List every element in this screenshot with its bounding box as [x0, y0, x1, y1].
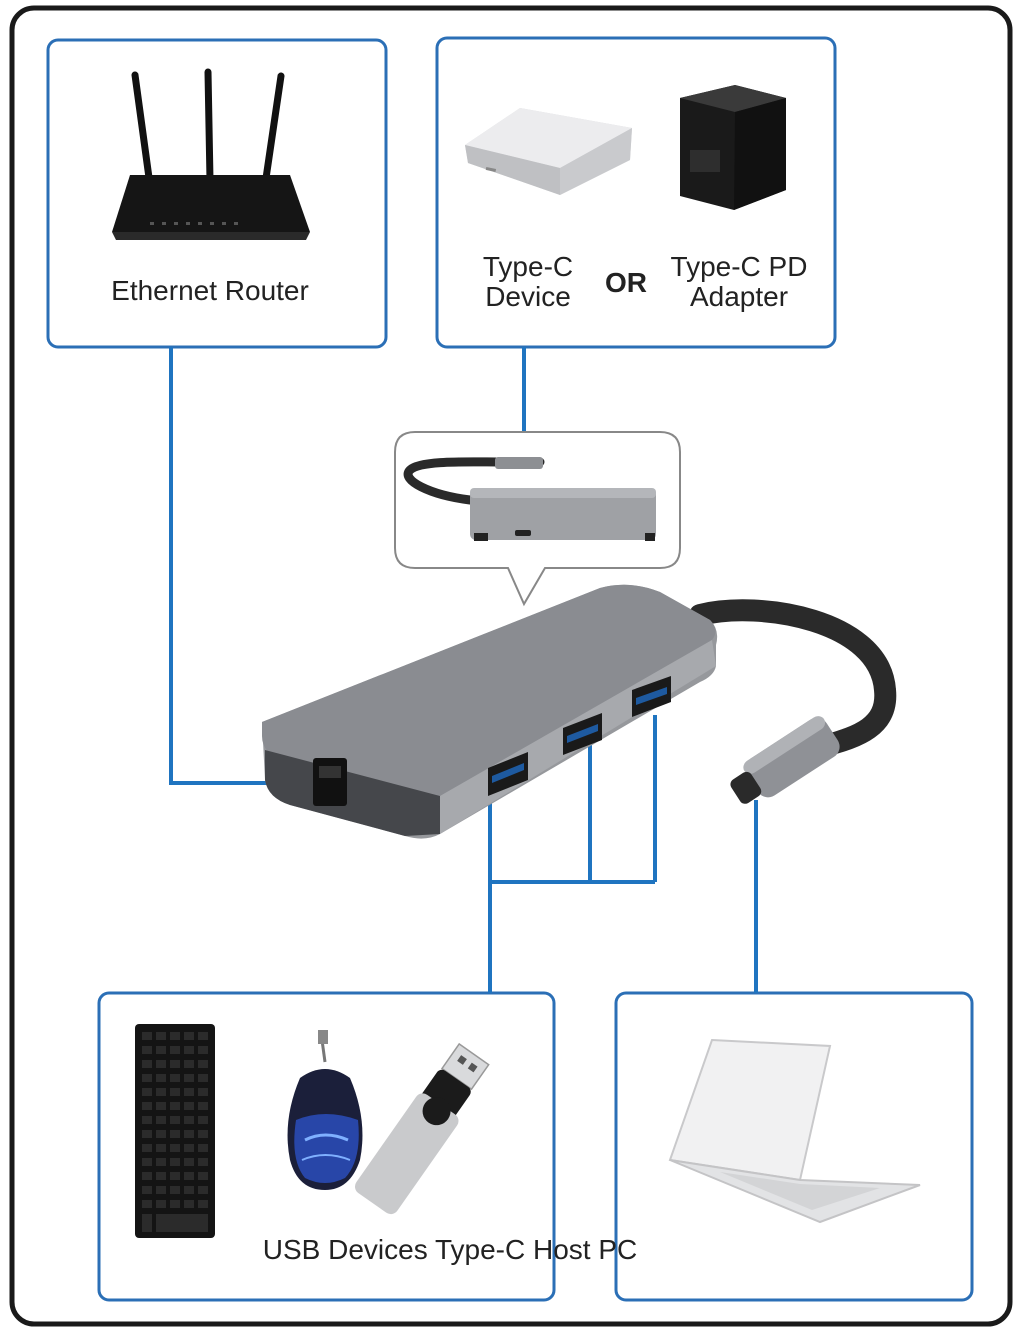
pd-adapter-label: Type-C PD Adapter	[664, 252, 814, 312]
keyboard-icon	[135, 1024, 215, 1238]
router-icon	[112, 68, 310, 240]
typec-device-label-line1: Type-C	[482, 251, 574, 282]
hub-side-inset	[394, 431, 681, 607]
or-label: OR	[605, 267, 647, 298]
pd-adapter-label-line1: Type-C PD	[670, 251, 808, 282]
usb-hub-icon	[262, 584, 897, 839]
pd-adapter-label-line2: Adapter	[689, 281, 789, 312]
usb-flash-drive-icon	[354, 1042, 490, 1215]
router-label: Ethernet Router	[111, 275, 309, 306]
bottom-label: USB Devices Type-C Host PC	[262, 1234, 638, 1265]
pd-adapter-icon	[680, 85, 786, 210]
outer-frame	[9, 5, 1013, 1327]
typec-device-label-line2: Device	[485, 281, 571, 312]
laptop-icon	[668, 1038, 921, 1224]
ssd-icon	[465, 108, 632, 195]
mouse-icon	[287, 1030, 363, 1190]
typec-device-label: Type-C Device	[462, 252, 594, 312]
